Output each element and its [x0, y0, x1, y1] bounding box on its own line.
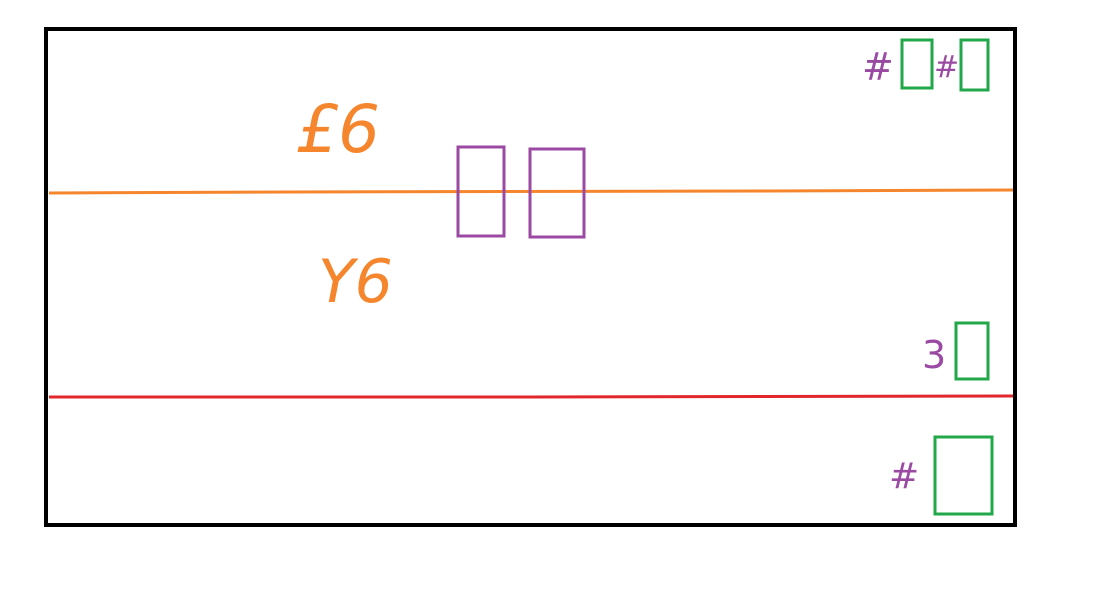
purple-box-right — [528, 147, 586, 239]
outer-frame — [44, 27, 1017, 527]
green-box-top-2 — [959, 38, 990, 92]
green-box-top-1 — [900, 38, 934, 90]
red-divider-line — [49, 394, 1014, 399]
top-right-hash-1: # — [862, 45, 894, 89]
middle-right-number: 3 — [922, 333, 946, 377]
top-left-label: £6 — [296, 91, 380, 168]
bottom-right-hash: # — [889, 456, 919, 497]
top-right-hash-2: # — [934, 50, 959, 85]
middle-label: Y6 — [318, 247, 393, 317]
purple-box-left — [456, 145, 506, 238]
green-box-middle — [954, 321, 990, 381]
green-box-bottom — [933, 435, 994, 516]
